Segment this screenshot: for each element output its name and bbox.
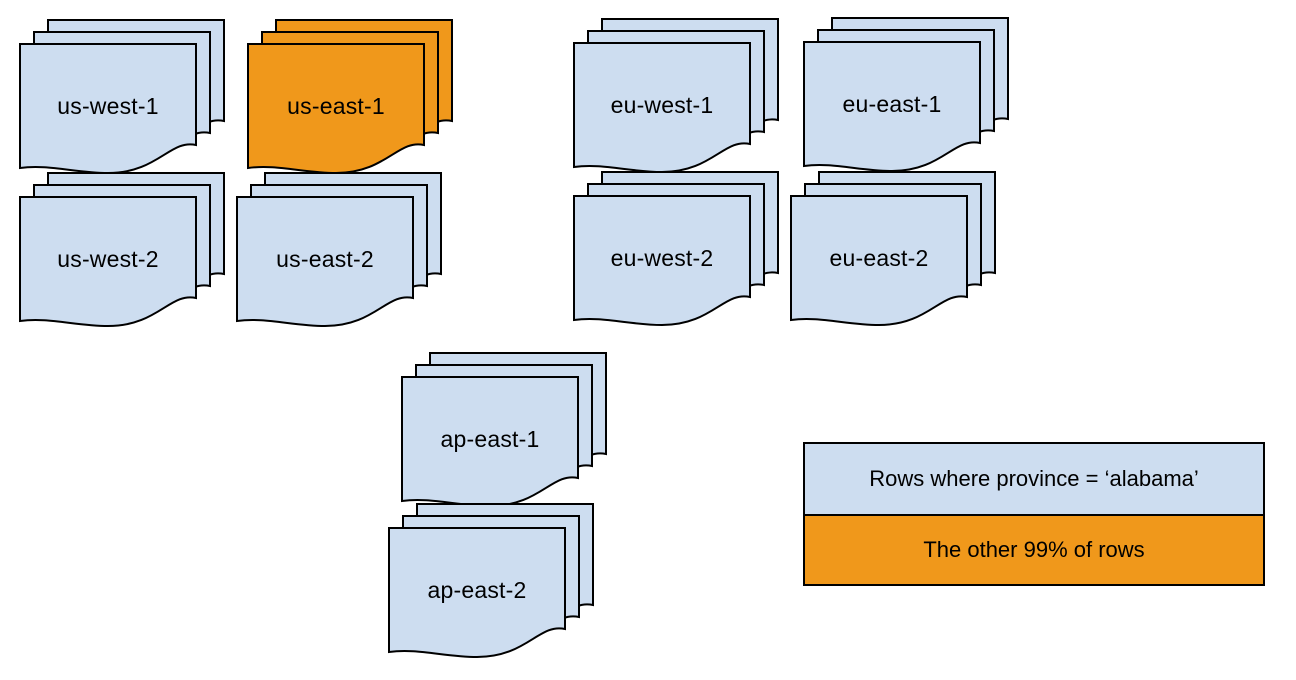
- document-shape: [236, 196, 414, 328]
- document-stack-icon: [790, 171, 996, 327]
- region-stack-eu-east-2: eu-east-2: [789, 170, 999, 330]
- region-stack-eu-west-2: eu-west-2: [572, 170, 782, 330]
- region-label: ap-east-2: [427, 576, 527, 603]
- legend-label-other: The other 99% of rows: [923, 537, 1145, 562]
- region-stack-us-west-1: us-west-1: [18, 18, 228, 178]
- document-stack-icon: [19, 172, 225, 328]
- region-stack-us-west-2: us-west-2: [18, 171, 228, 331]
- legend-label-alabama: Rows where province = ‘alabama’: [869, 466, 1199, 491]
- region-stack-us-east-1: us-east-1: [246, 18, 456, 178]
- region-stack-ap-east-2: ap-east-2: [387, 502, 597, 662]
- document-stack-icon: [803, 17, 1009, 173]
- document-shape: [19, 196, 197, 328]
- document-stack-icon: [401, 352, 607, 508]
- document-stack-icon: [573, 18, 779, 174]
- legend-row-alabama: Rows where province = ‘alabama’: [805, 444, 1263, 514]
- region-label: us-west-1: [57, 92, 159, 119]
- region-stack-eu-west-1: eu-west-1: [572, 17, 782, 177]
- document-shape: [388, 527, 566, 659]
- document-shape: [803, 41, 981, 173]
- region-stack-ap-east-1: ap-east-1: [400, 351, 610, 511]
- region-label: eu-west-2: [610, 244, 714, 271]
- region-label: us-east-1: [287, 92, 385, 119]
- document-shape: [573, 195, 751, 327]
- region-label: us-east-2: [276, 245, 374, 272]
- region-label: ap-east-1: [440, 425, 540, 452]
- region-label: us-west-2: [57, 245, 159, 272]
- region-label: eu-east-2: [829, 244, 929, 271]
- legend: Rows where province = ‘alabama’ The othe…: [803, 442, 1265, 586]
- document-stack-icon: [388, 503, 594, 659]
- region-label: eu-west-1: [610, 91, 714, 118]
- document-stack-icon: [573, 171, 779, 327]
- document-stack-icon: [236, 172, 442, 328]
- region-label: eu-east-1: [842, 90, 942, 117]
- legend-row-other: The other 99% of rows: [805, 514, 1263, 584]
- document-stack-icon: [19, 19, 225, 175]
- document-shape: [790, 195, 968, 327]
- region-stack-us-east-2: us-east-2: [235, 171, 445, 331]
- region-stack-eu-east-1: eu-east-1: [802, 16, 1012, 176]
- document-stack-icon: [247, 19, 453, 175]
